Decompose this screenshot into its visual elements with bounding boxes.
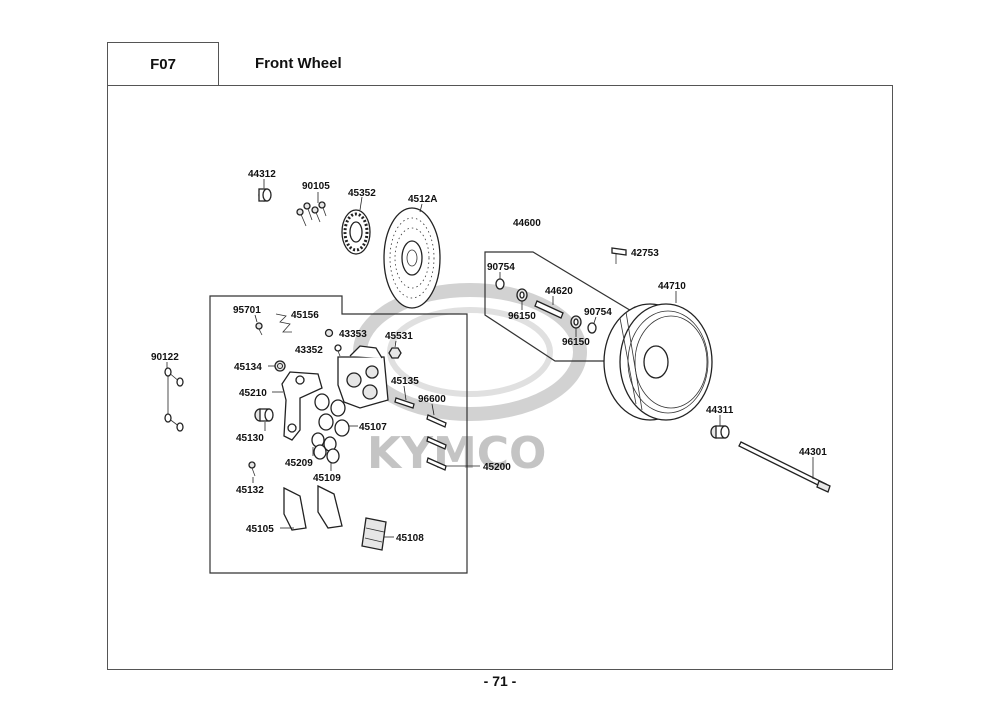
bracket-45210 [281, 371, 323, 441]
section-title: Front Wheel [255, 55, 342, 72]
collar-44312 [258, 188, 272, 202]
label-45531: 45531 [385, 331, 413, 342]
nut-45531 [388, 347, 402, 359]
collar-44311 [710, 425, 730, 439]
bolts-96600 [426, 414, 447, 471]
brake-disc-4512A [383, 207, 441, 309]
spacer-44620 [534, 300, 564, 319]
bleed-screw-43352 [334, 344, 342, 357]
label-43352: 43352 [295, 345, 323, 356]
label-96150-a: 96150 [508, 311, 536, 322]
caliper-group-outline [209, 295, 468, 574]
label-44312: 44312 [248, 169, 276, 180]
label-45352: 45352 [348, 188, 376, 199]
page-number: - 71 - [483, 673, 517, 689]
brake-pads-45105 [283, 484, 343, 531]
bleed-cap-43353 [324, 328, 334, 338]
label-45210: 45210 [239, 388, 267, 399]
sleeve-45130 [254, 408, 274, 422]
label-90754-a: 90754 [487, 262, 515, 273]
valve-42753 [611, 247, 627, 264]
label-95701: 95701 [233, 305, 261, 316]
caliper-body [337, 345, 389, 409]
seal-90754-a [495, 278, 505, 290]
wheel-rim-44710 [603, 303, 713, 421]
label-45109: 45109 [313, 473, 341, 484]
label-4512A: 4512A [408, 194, 437, 205]
watermark-text: KYMCO [367, 428, 546, 479]
label-90105: 90105 [302, 181, 330, 192]
seals-45209-45109 [311, 432, 340, 464]
label-90754-b: 90754 [584, 307, 612, 318]
bearing-96150-b [570, 315, 582, 329]
label-45135: 45135 [391, 376, 419, 387]
label-44600: 44600 [513, 218, 541, 229]
label-45108: 45108 [396, 533, 424, 544]
spring-45156 [275, 313, 292, 333]
bolt-45132 [248, 461, 256, 477]
label-42753: 42753 [631, 248, 659, 259]
label-45156: 45156 [291, 310, 319, 321]
pins-90122 [164, 367, 184, 432]
axle-44301 [738, 441, 831, 493]
pad-spring-45108 [361, 517, 387, 551]
label-45105: 45105 [246, 524, 274, 535]
bolt-95701 [255, 322, 263, 336]
label-96150-b: 96150 [562, 337, 590, 348]
label-43353: 43353 [339, 329, 367, 340]
label-45107: 45107 [359, 422, 387, 433]
label-44301: 44301 [799, 447, 827, 458]
boot-45134 [274, 360, 286, 372]
label-96600: 96600 [418, 394, 446, 405]
bearing-96150-a [516, 288, 528, 302]
diagram-frame [107, 85, 893, 670]
label-45200: 45200 [483, 462, 511, 473]
section-code: F07 [107, 42, 219, 86]
label-44620: 44620 [545, 286, 573, 297]
label-44710: 44710 [658, 281, 686, 292]
label-90122: 90122 [151, 352, 179, 363]
label-45132: 45132 [236, 485, 264, 496]
label-45130: 45130 [236, 433, 264, 444]
disc-ring-45352 [341, 209, 371, 255]
bolts-90105 [296, 201, 327, 227]
label-44311: 44311 [706, 405, 734, 416]
pistons-45107 [314, 393, 350, 437]
pin-45135 [394, 397, 415, 409]
seal-90754-b [587, 322, 597, 334]
label-45134: 45134 [234, 362, 262, 373]
label-45209: 45209 [285, 458, 313, 469]
